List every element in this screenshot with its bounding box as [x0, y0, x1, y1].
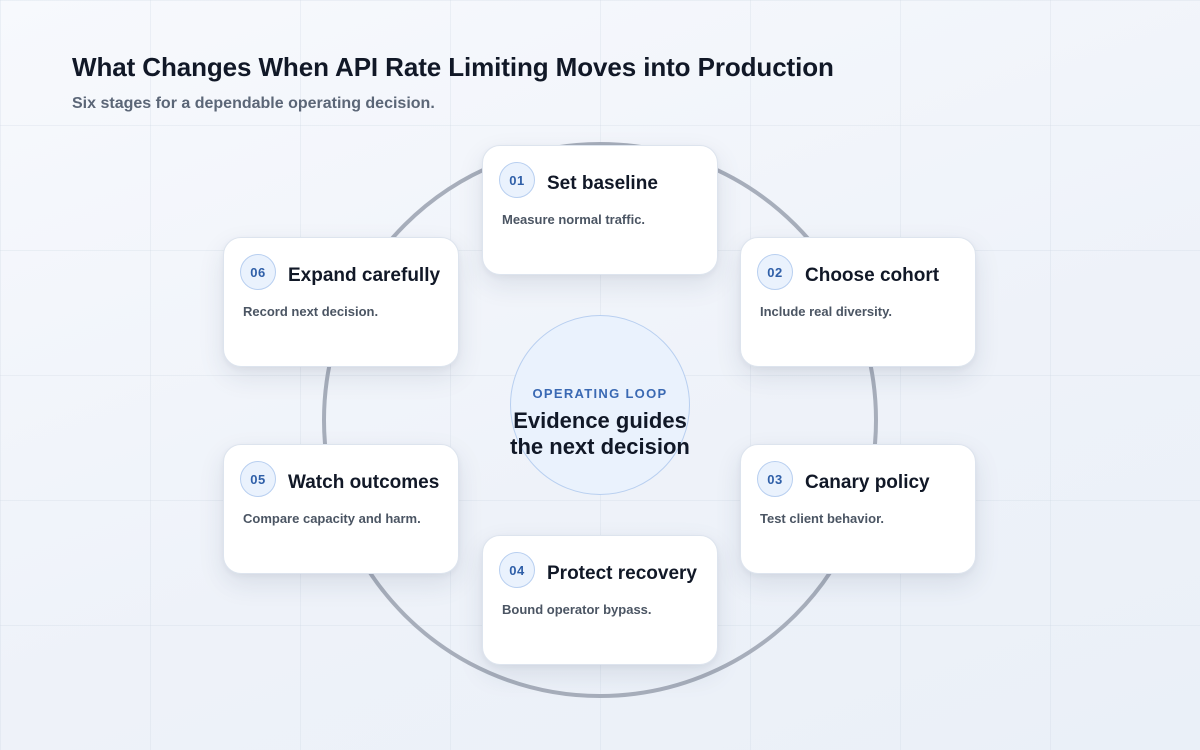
- hub-text: Evidence guides the next decision: [480, 408, 720, 460]
- stage-description: Include real diversity.: [760, 304, 892, 319]
- hub-label: OPERATING LOOP: [532, 386, 668, 401]
- stage-number-badge: 03: [757, 461, 793, 497]
- stage-description: Record next decision.: [243, 304, 379, 319]
- page-subtitle: Six stages for a dependable operating de…: [72, 95, 435, 112]
- stage-title: Set baseline: [547, 173, 658, 194]
- stage-card-watch-outcomes[interactable]: 05 Watch outcomes Compare capacity and h…: [223, 444, 459, 574]
- hub-text-line-1: Evidence guides: [513, 408, 687, 433]
- stage-description: Measure normal traffic.: [502, 212, 646, 227]
- stage-number-badge: 06: [240, 254, 276, 290]
- stage-number-badge: 02: [757, 254, 793, 290]
- stage-title: Choose cohort: [805, 265, 940, 286]
- stage-description: Compare capacity and harm.: [243, 511, 421, 526]
- page-title: What Changes When API Rate Limiting Move…: [72, 52, 834, 82]
- stage-card-choose-cohort[interactable]: 02 Choose cohort Include real diversity.: [740, 237, 976, 367]
- stage-card-protect-recovery[interactable]: 04 Protect recovery Bound operator bypas…: [482, 535, 718, 665]
- stage-title: Canary policy: [805, 472, 930, 493]
- stage-number-badge: 01: [499, 162, 535, 198]
- stage-card-expand-carefully[interactable]: 06 Expand carefully Record next decision…: [223, 237, 459, 367]
- stage-card-set-baseline[interactable]: 01 Set baseline Measure normal traffic.: [482, 145, 718, 275]
- stage-card-canary-policy[interactable]: 03 Canary policy Test client behavior.: [740, 444, 976, 574]
- stage-number-badge: 04: [499, 552, 535, 588]
- hub-text-line-2: the next decision: [510, 434, 690, 459]
- stage-title: Protect recovery: [547, 563, 697, 584]
- stage-title: Watch outcomes: [288, 472, 440, 493]
- stage-description: Bound operator bypass.: [502, 602, 652, 617]
- stage-number-badge: 05: [240, 461, 276, 497]
- stage-description: Test client behavior.: [760, 511, 885, 526]
- stage-title: Expand carefully: [288, 265, 441, 286]
- operating-loop-hub: OPERATING LOOP: [510, 315, 690, 495]
